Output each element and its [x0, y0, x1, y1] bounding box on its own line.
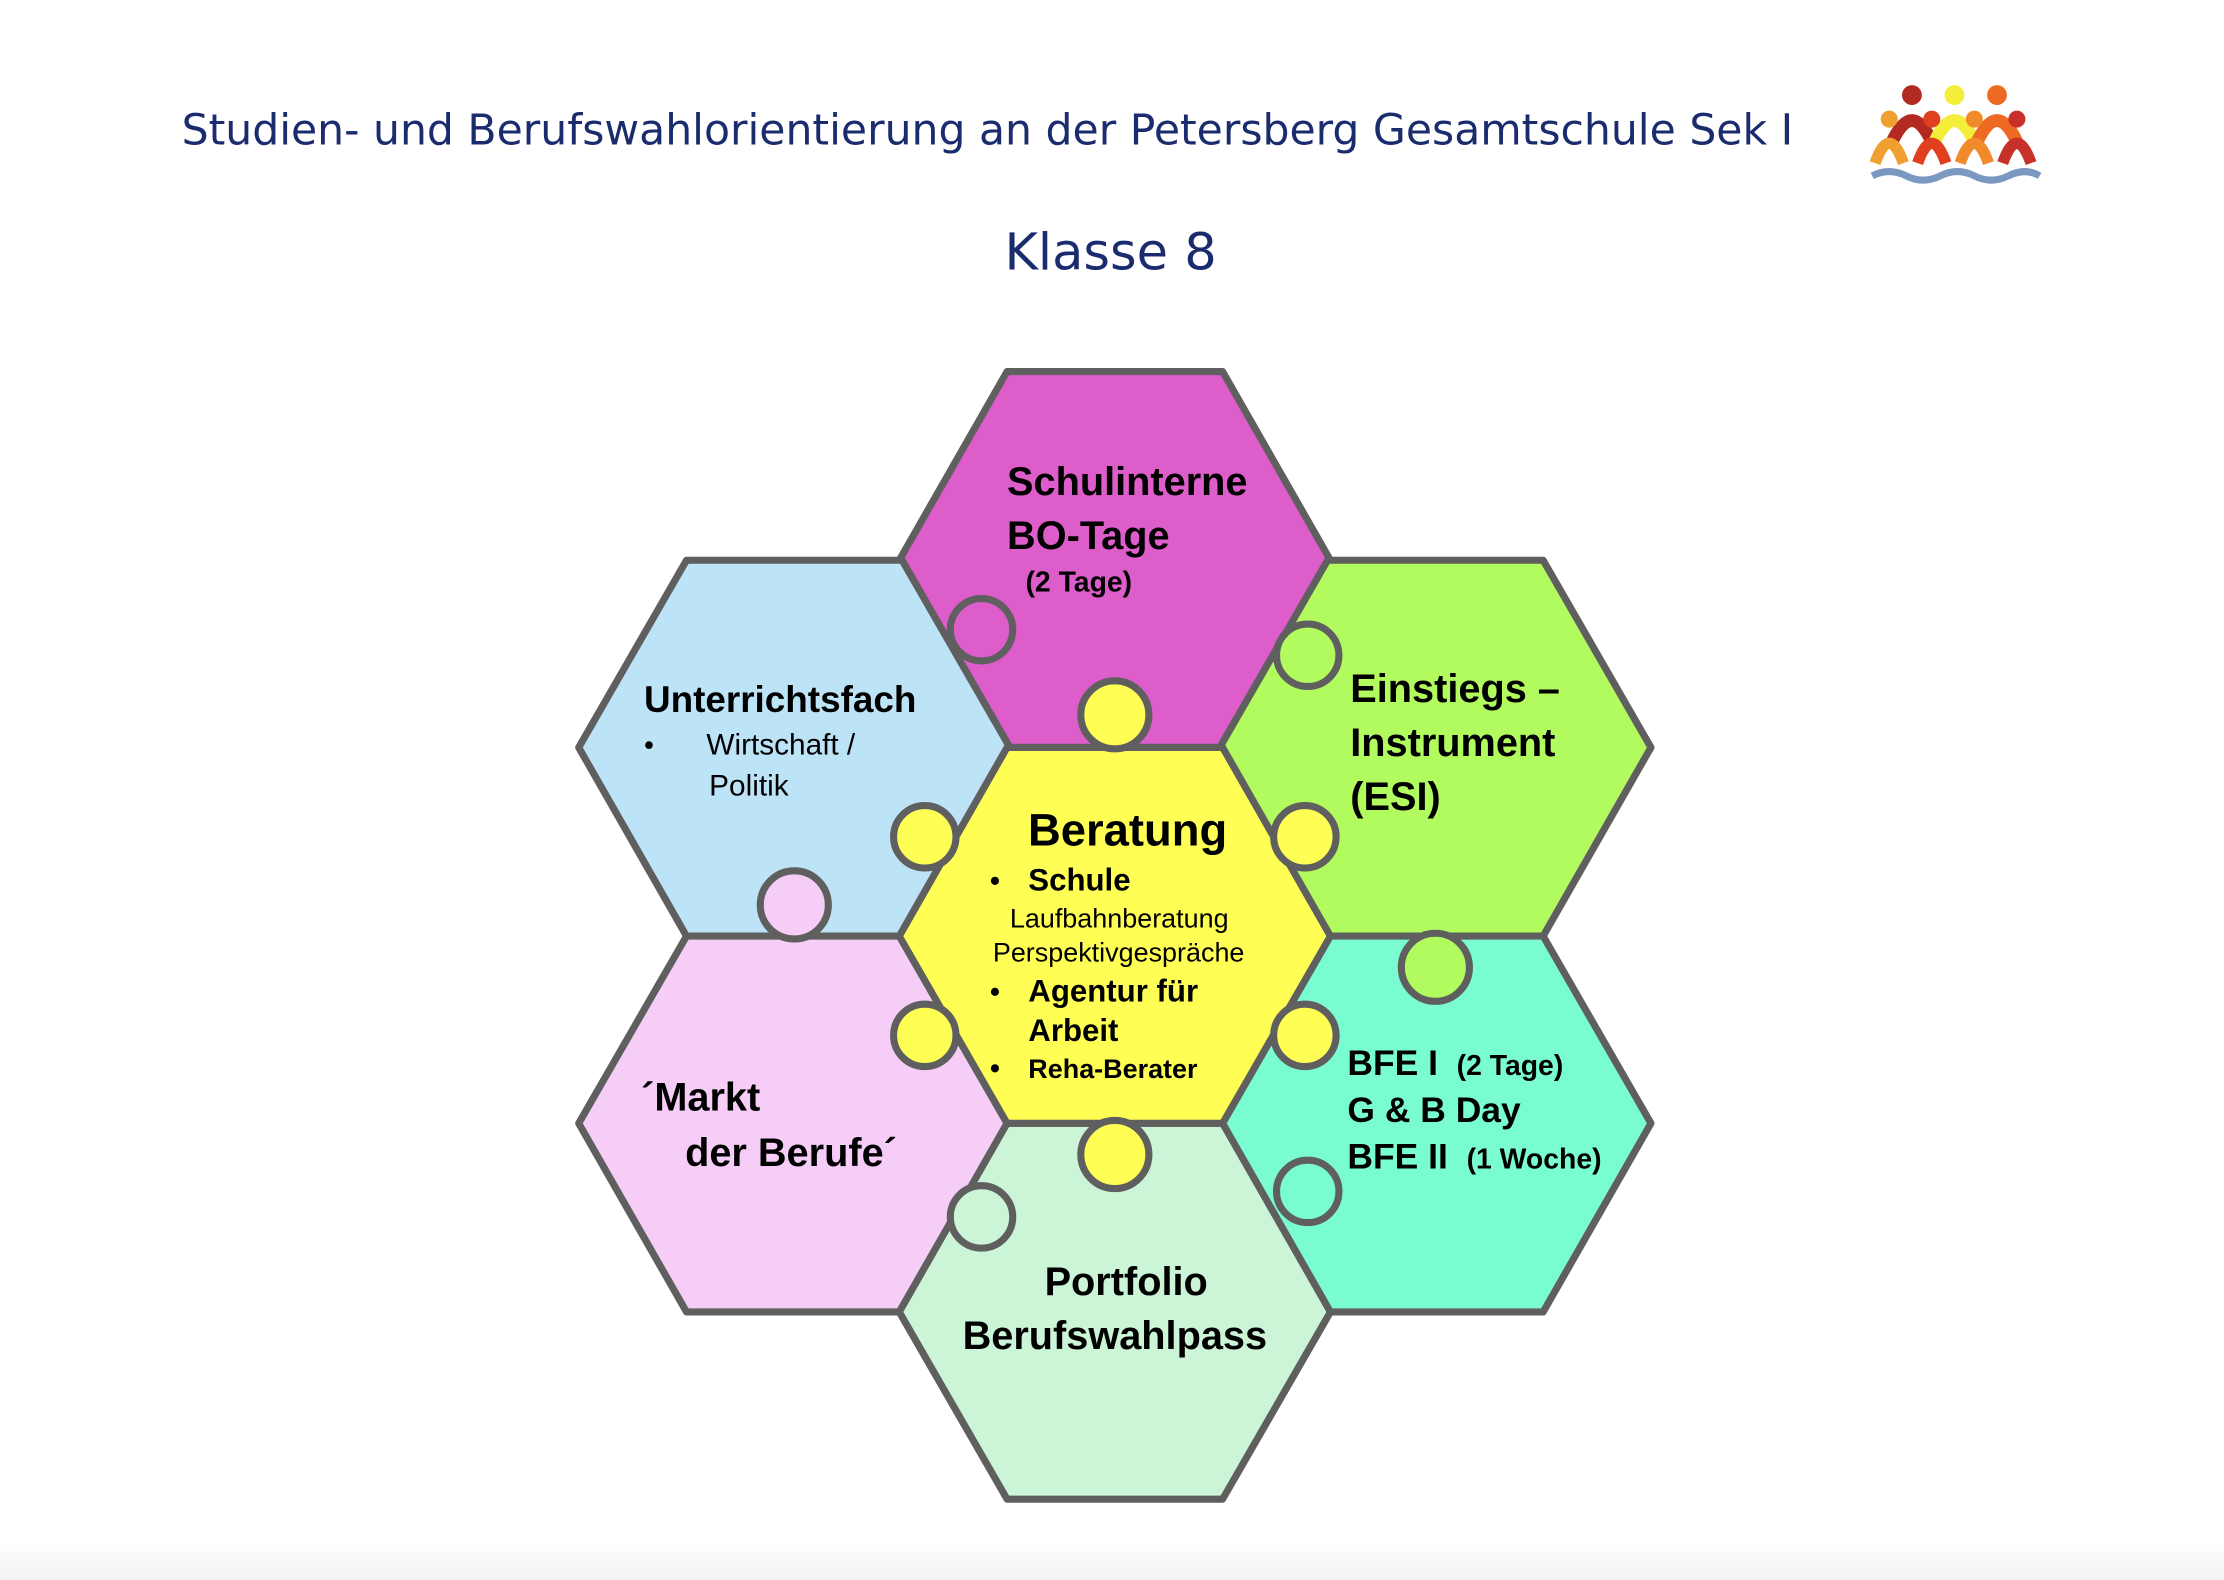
center-title: Beratung [1028, 804, 1227, 855]
center-bullet-2b: Arbeit [1028, 1013, 1118, 1048]
bullet: • [990, 976, 1000, 1008]
top-label-2: BO-Tage [1007, 514, 1169, 558]
piece-center [895, 743, 1334, 1127]
puzzle-knob [890, 802, 960, 872]
bottom-label-2: Berufswahlpass [963, 1314, 1268, 1358]
top-label-1: Schulinterne [1007, 460, 1247, 504]
puzzle-knob [1270, 1000, 1340, 1071]
lower-right-label-1b: (2 Tage) [1457, 1050, 1564, 1082]
bullet: • [990, 866, 1000, 898]
bullet: • [644, 730, 654, 762]
puzzle-knob [946, 1182, 1017, 1252]
upper-left-title: Unterrichtsfach [644, 679, 916, 720]
lower-right-label-3a: BFE II [1347, 1137, 1447, 1177]
center-bullet-3: Reha-Berater [1028, 1054, 1198, 1084]
upper-right-label-2: Instrument [1350, 721, 1555, 765]
center-line-2: Perspektivgespräche [993, 938, 1245, 968]
puzzle-knob [1272, 620, 1343, 691]
bottom-label-1: Portfolio [1045, 1260, 1208, 1304]
puzzle-knob [946, 594, 1017, 665]
upper-right-label-3: (ESI) [1350, 775, 1440, 819]
lower-right-label-3b: (1 Woche) [1467, 1144, 1602, 1176]
lower-left-label-1: ´Markt [641, 1076, 760, 1120]
puzzle-knob [1397, 929, 1473, 1005]
lower-left-label-2: der Berufe´ [685, 1131, 897, 1175]
puzzle-knob [756, 867, 832, 943]
page-subtitle: Klasse 8 [1004, 223, 1216, 282]
school-logo [1869, 85, 2042, 184]
puzzle-knob [1077, 1116, 1153, 1193]
puzzle-hexagons [575, 368, 1655, 1503]
bullet: • [990, 1053, 1000, 1085]
puzzle-knob [1077, 677, 1153, 753]
upper-left-line2: Politik [709, 770, 789, 803]
page-title: Studien- und Berufswahlorientierung an d… [182, 107, 1794, 156]
center-bullet-2a: Agentur für [1028, 973, 1198, 1008]
puzzle-knob [1270, 802, 1340, 872]
center-bullet-1: Schule [1028, 863, 1130, 898]
lower-right-label-1a: BFE I [1347, 1043, 1438, 1083]
page-footer-shadow [0, 1540, 2224, 1580]
lower-right-label-2: G & B Day [1347, 1090, 1521, 1130]
top-label-3: (2 Tage) [1025, 566, 1132, 598]
upper-right-label-1: Einstiegs – [1350, 667, 1560, 711]
puzzle-knob [890, 1000, 960, 1071]
center-line-1: Laufbahnberatung [1010, 904, 1229, 934]
upper-left-bullet: Wirtschaft / [706, 729, 856, 762]
puzzle-knob [1272, 1156, 1343, 1227]
